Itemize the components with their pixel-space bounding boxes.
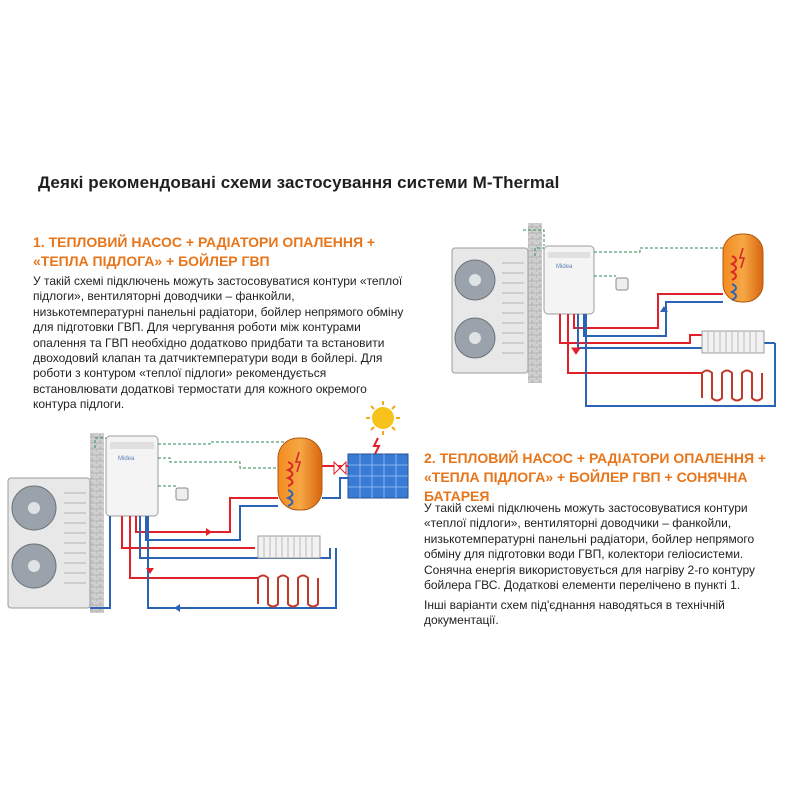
wall-icon xyxy=(90,433,104,613)
diagram-scheme-2: Midea xyxy=(7,401,409,613)
section1-heading-line2: «ТЕПЛА ПІДЛОГА» + БОЙЛЕР ГВП xyxy=(33,253,270,269)
thermostat-icon xyxy=(175,487,189,501)
section2-heading-line1: 2. ТЕПЛОВИЙ НАСОС + РАДІАТОРИ ОПАЛЕННЯ + xyxy=(424,450,767,466)
diagram-scheme-1: Midea xyxy=(451,223,776,407)
thermostat-icon xyxy=(615,277,629,291)
brand-label-1: Midea xyxy=(556,264,573,270)
section2-body: У такій схемі підключень можуть застосов… xyxy=(424,501,756,593)
sun-icon xyxy=(366,401,400,455)
page-title: Деякі рекомендовані схеми застосування с… xyxy=(38,173,560,192)
valve-icon xyxy=(333,460,347,476)
section2-note: Інші варіанти схем під'єднання наводятьс… xyxy=(424,598,725,628)
radiator-icon xyxy=(257,535,321,559)
section2-heading-line2: «ТЕПЛА ПІДЛОГА» + БОЙЛЕР ГВП + СОНЯЧНА Б… xyxy=(424,469,748,504)
brand-label-2: Midea xyxy=(118,456,135,462)
section1-heading: 1. ТЕПЛОВИЙ НАСОС + РАДІАТОРИ ОПАЛЕННЯ +… xyxy=(33,233,413,271)
solar-panel-icon xyxy=(347,453,409,499)
outdoor-unit-icon xyxy=(451,247,529,374)
boiler-tank-icon xyxy=(722,233,764,303)
hydro-module-icon: Midea xyxy=(105,435,159,517)
wall-icon xyxy=(528,223,542,383)
section1-heading-line1: 1. ТЕПЛОВИЙ НАСОС + РАДІАТОРИ ОПАЛЕННЯ + xyxy=(33,234,376,250)
radiator-icon xyxy=(701,330,765,354)
floor-heating-coil-icon xyxy=(701,369,763,402)
boiler-tank-icon xyxy=(277,437,323,511)
floor-heating-coil-icon xyxy=(257,574,319,608)
hydro-module-icon: Midea xyxy=(543,245,595,315)
section2-heading: 2. ТЕПЛОВИЙ НАСОС + РАДІАТОРИ ОПАЛЕННЯ +… xyxy=(424,449,784,506)
outdoor-unit-icon xyxy=(7,477,91,609)
section1-body: У такій схемі підключень можуть застосов… xyxy=(33,274,404,412)
